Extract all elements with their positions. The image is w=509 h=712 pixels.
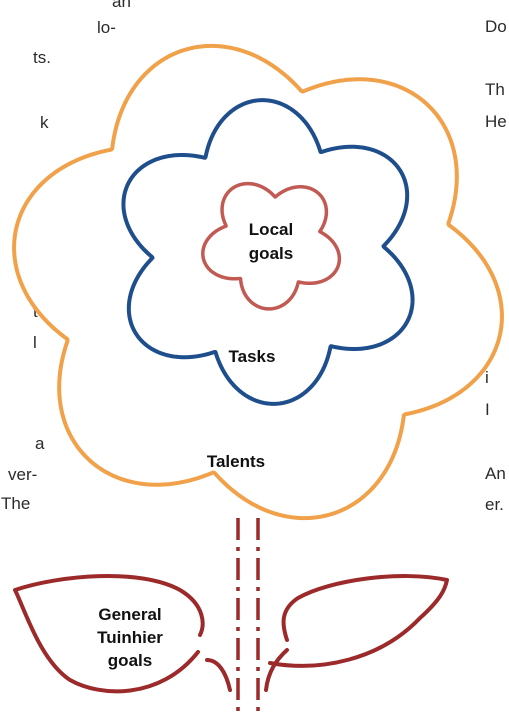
bg-text-left-3: ts. — [33, 48, 51, 67]
label-leaf-line1: General — [98, 605, 161, 624]
bg-text-right-1: Do — [485, 17, 507, 36]
bg-text-left-9: The — [1, 494, 31, 513]
bg-text-right-4: i — [485, 368, 489, 387]
bg-text-left-1: an — [112, 0, 131, 11]
right-leaf — [268, 574, 449, 668]
inner-petals-local-goals — [201, 181, 342, 311]
outer-petals-talents — [12, 43, 504, 521]
bg-text-left-6: l — [33, 333, 37, 352]
bg-text-left-2: lo- — [97, 18, 116, 37]
bg-text-left-8: ver- — [8, 465, 38, 484]
right-leaf-stem — [264, 648, 289, 692]
bg-text-left-4: k — [40, 113, 49, 132]
label-local-goals-line2: goals — [249, 244, 293, 263]
bg-text-right-7: er. — [485, 495, 504, 514]
bg-text-right-6: An — [485, 464, 506, 483]
label-local-goals-line1: Local — [249, 220, 293, 239]
label-talents: Talents — [207, 452, 265, 471]
left-leaf-stem — [205, 658, 232, 692]
label-tasks: Tasks — [229, 347, 276, 366]
label-leaf-line3: goals — [108, 651, 152, 670]
bg-text-left-7: a — [35, 434, 45, 453]
bg-text-right-5: I — [485, 400, 490, 419]
left-leaf — [13, 574, 205, 694]
middle-petals-tasks — [121, 98, 415, 406]
bg-text-left-5: t — [33, 302, 38, 321]
bg-text-right-3: He — [485, 112, 507, 131]
bg-text-right-2: Th — [485, 80, 505, 99]
label-leaf-line2: Tuinhier — [97, 628, 163, 647]
